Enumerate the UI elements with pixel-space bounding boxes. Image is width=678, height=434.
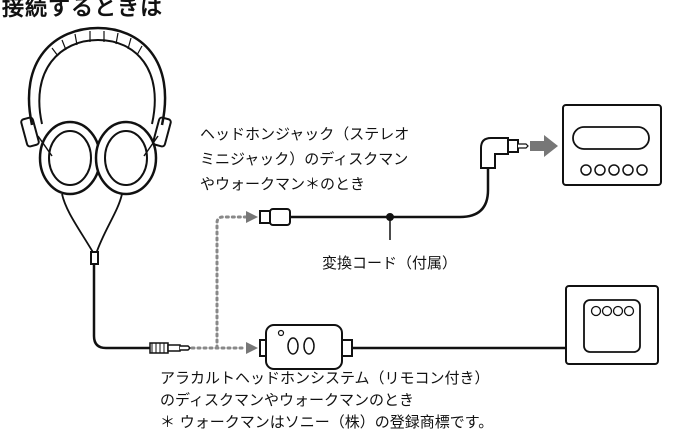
remote-label-line2: のディスクマンやウォークマンのとき	[160, 391, 414, 409]
headphone-jack-label-line2: ミニジャック）のディスクマン	[200, 150, 409, 168]
headphone-jack-label-line1: ヘッドホンジャック（ステレオ	[200, 125, 410, 143]
remote-label-line1: アラカルトヘッドホンシステム（リモコン付き）	[160, 369, 490, 387]
arrow-to-adapter-icon	[246, 211, 258, 223]
remote-control-icon	[259, 324, 353, 370]
disc-player-icon	[562, 104, 662, 186]
adapter-label: 変換コード（付属）	[322, 254, 458, 272]
mini-plug-icon	[149, 342, 192, 354]
adapter-cord	[259, 137, 529, 240]
walkman-player-icon	[565, 285, 659, 365]
dotted-connection-lines	[190, 215, 248, 350]
headphones-icon	[20, 26, 172, 265]
page-title: 接続するときは	[2, 0, 164, 21]
headphone-cord	[92, 264, 150, 350]
headphone-jack-label-line3: やウォークマン＊のとき	[200, 175, 366, 193]
arrow-to-player-icon	[530, 135, 558, 157]
arrow-to-remote-icon	[246, 342, 258, 354]
footnote: ＊ ウォークマンはソニー（株）の登録商標です。	[160, 413, 494, 431]
